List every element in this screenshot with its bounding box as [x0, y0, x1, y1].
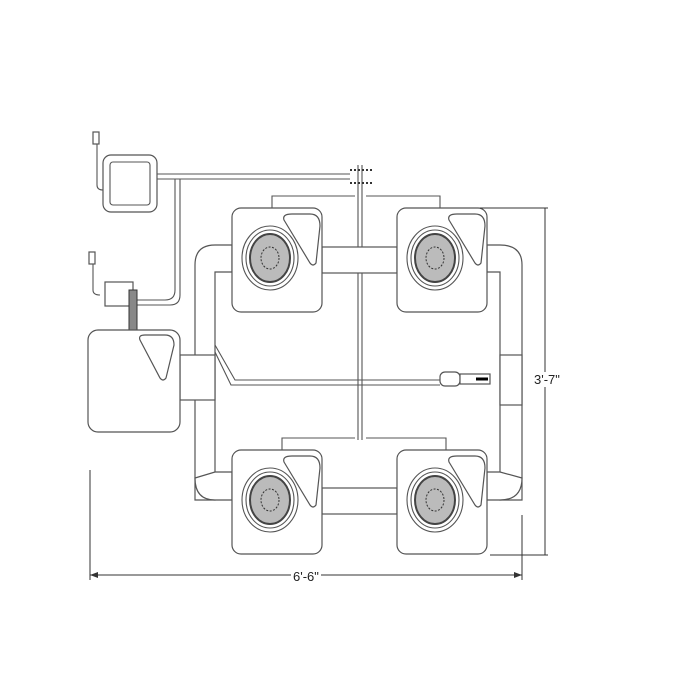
reservoir — [87, 329, 181, 433]
controller-wiring — [92, 140, 447, 450]
height-dimension-label: 3'-7" — [532, 372, 562, 387]
grow-module — [396, 449, 488, 555]
width-dimension-label: 6'-6" — [291, 569, 321, 584]
grow-module — [231, 449, 323, 555]
air-pump — [88, 251, 138, 333]
grow-module — [231, 207, 323, 313]
grow-module — [396, 207, 488, 313]
pipework — [179, 244, 523, 515]
controller-box — [92, 131, 158, 213]
